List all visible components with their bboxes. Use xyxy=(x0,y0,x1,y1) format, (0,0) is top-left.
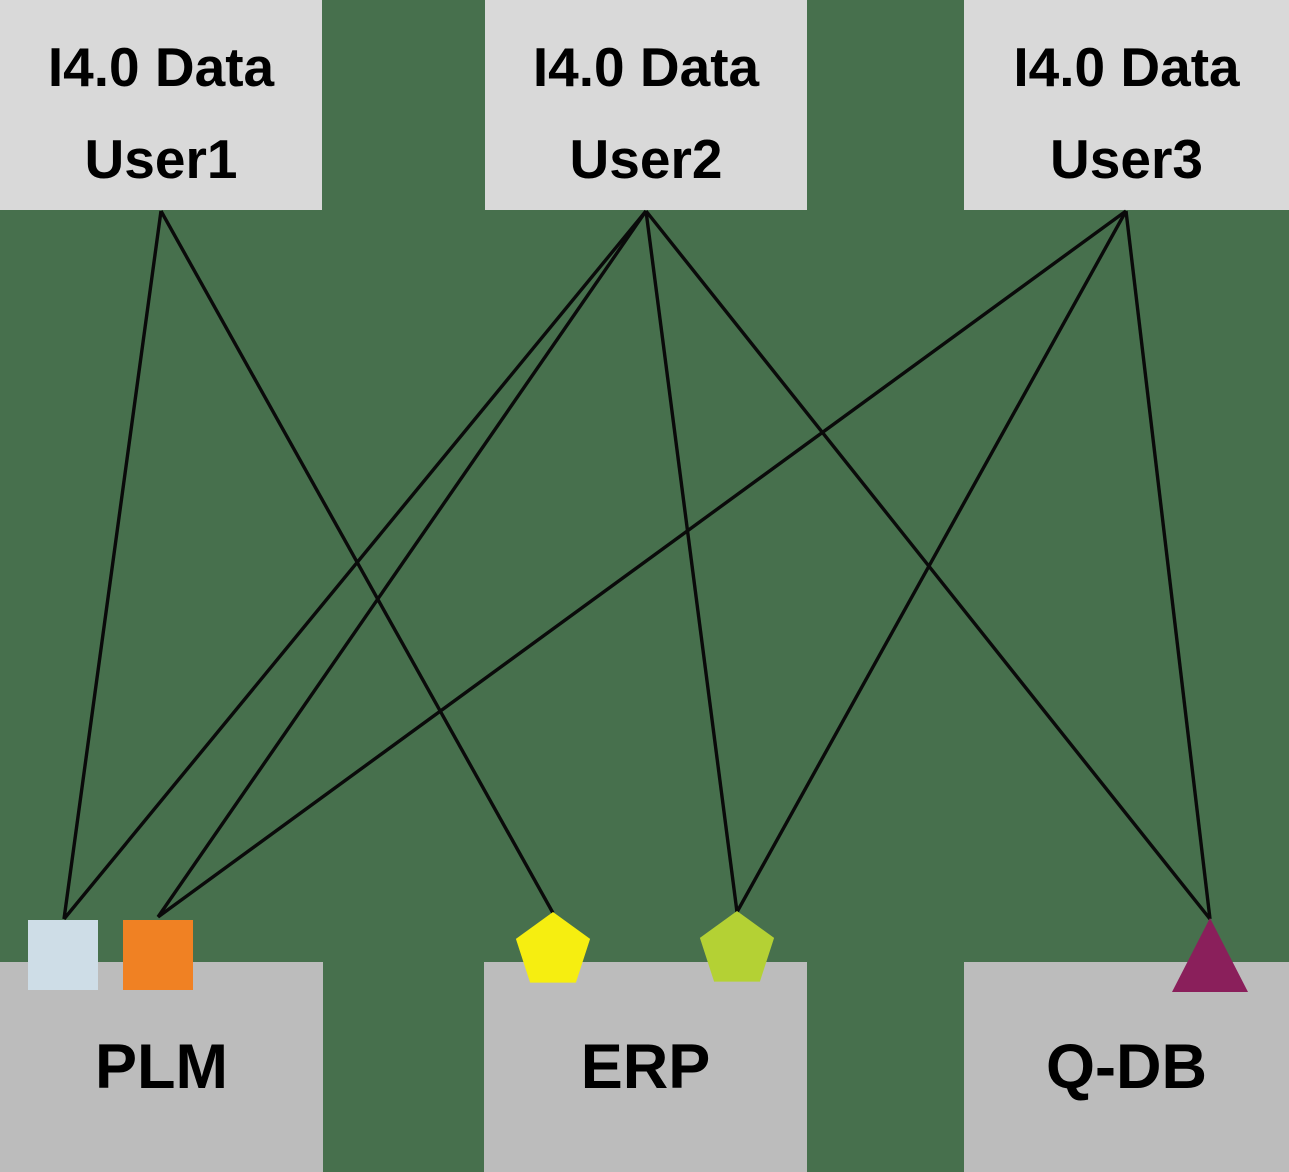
edge-user2-to-green-pentagon xyxy=(644,210,739,913)
user2-label-line1: I4.0 Data xyxy=(532,36,760,98)
user1-label-line2: User1 xyxy=(84,128,238,190)
user3-label-line2: User3 xyxy=(1050,128,1203,190)
edge-user2-to-blue-square xyxy=(62,209,648,921)
user3-box: I4.0 Data User3 xyxy=(964,0,1289,210)
edge-user3-to-green-pentagon xyxy=(735,210,1128,913)
user3-label-line1: I4.0 Data xyxy=(1013,36,1240,98)
edge-user3-to-maroon-triangle xyxy=(1124,210,1212,920)
erp-label: ERP xyxy=(580,1032,711,1102)
edge-user3-to-orange-square xyxy=(156,209,1128,919)
edge-user2-to-orange-square xyxy=(156,210,648,918)
qdb-label: Q-DB xyxy=(1046,1032,1207,1102)
edge-user1-to-blue-square xyxy=(62,210,163,920)
user2-label-line2: User2 xyxy=(569,128,723,190)
plm-label: PLM xyxy=(95,1032,228,1102)
user1-label-line1: I4.0 Data xyxy=(47,36,275,98)
edge-user2-to-maroon-triangle xyxy=(644,209,1212,921)
user2-box: I4.0 Data User2 xyxy=(485,0,807,210)
qdb-box: Q-DB xyxy=(964,962,1289,1172)
edge-user1-to-yellow-pentagon xyxy=(159,210,555,914)
erp-box: ERP xyxy=(484,962,807,1172)
user1-box: I4.0 Data User1 xyxy=(0,0,322,210)
plm-box: PLM xyxy=(0,962,323,1172)
